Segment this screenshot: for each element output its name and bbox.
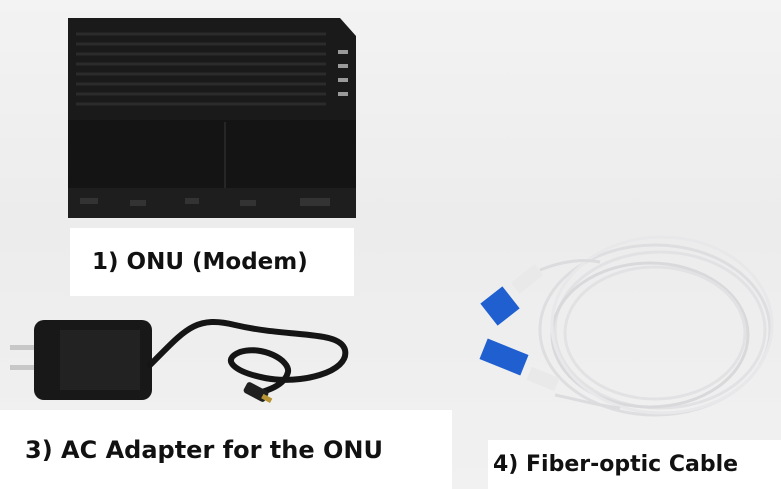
onu-caption: 1) ONU (Modem) bbox=[70, 228, 354, 296]
fiber-optic-cable bbox=[538, 235, 774, 417]
onu-bottom-ports bbox=[80, 198, 330, 206]
onu-vent-slots bbox=[76, 32, 326, 106]
fiber-connector-bottom bbox=[479, 338, 560, 392]
fiber-cable-caption: 4) Fiber-optic Cable bbox=[488, 440, 781, 489]
onu-modem bbox=[68, 18, 356, 218]
onu-status-leds bbox=[338, 50, 348, 96]
ac-adapter bbox=[10, 318, 349, 403]
fiber-connector-top bbox=[480, 264, 544, 326]
ac-adapter-caption: 3) AC Adapter for the ONU bbox=[0, 410, 452, 489]
